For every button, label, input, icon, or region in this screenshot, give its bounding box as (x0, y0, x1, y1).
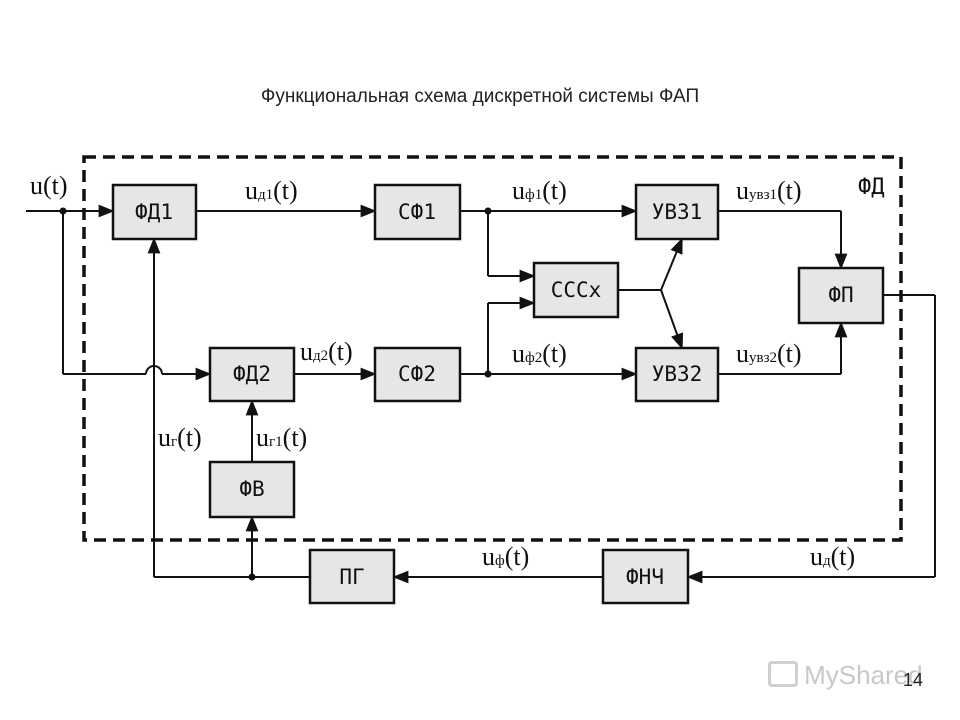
signal-uf2-label: uф2(t) (512, 339, 567, 368)
signal-ug-label: uг(t) (158, 423, 202, 452)
signal-ud2-label: uд2(t) (300, 337, 353, 366)
connections (26, 204, 936, 584)
svg-text:СФ1: СФ1 (398, 200, 436, 224)
svg-text:СФ2: СФ2 (398, 362, 436, 386)
svg-text:ФВ: ФВ (239, 477, 264, 501)
block-fd2: ФД2 (208, 346, 296, 403)
signal-uuvz2-label: uувз2(t) (736, 339, 802, 368)
signal-uf-label: uф(t) (482, 542, 529, 571)
block-sf2: СФ2 (373, 346, 462, 403)
svg-text:ФД1: ФД1 (135, 200, 173, 224)
svg-text:ФД2: ФД2 (233, 362, 271, 386)
watermark-icon (768, 661, 798, 687)
block-pg: ПГ (308, 548, 396, 605)
junction-dot (484, 207, 492, 215)
signal-ud1-label: uд1(t) (245, 176, 298, 205)
junction-dot (484, 370, 492, 378)
junction-dot (248, 573, 256, 581)
phase-detector-region (82, 155, 903, 542)
block-sssx: СССх (532, 261, 620, 319)
page-number: 14 (903, 670, 924, 690)
svg-text:УВЗ1: УВЗ1 (652, 200, 703, 224)
svg-text:СССх: СССх (551, 278, 602, 302)
block-uvz2: УВЗ2 (634, 346, 720, 403)
block-fnch: ФНЧ (601, 548, 690, 605)
signal-ud-label: uд(t) (810, 542, 855, 571)
svg-text:ФП: ФП (828, 283, 853, 307)
svg-text:ФНЧ: ФНЧ (626, 565, 664, 589)
block-uvz1: УВЗ1 (634, 183, 720, 241)
page-title: Функциональная схема дискретной системы … (260, 86, 700, 107)
svg-text:УВЗ2: УВЗ2 (652, 362, 703, 386)
signal-uf1-label: uф1(t) (512, 176, 567, 205)
block-fv: ФВ (208, 460, 296, 519)
block-fd1: ФД1 (111, 183, 198, 241)
svg-text:ПГ: ПГ (339, 565, 364, 589)
signal-ug1-label: uг1(t) (256, 423, 307, 452)
signal-uuvz1-label: uувз1(t) (736, 176, 802, 205)
region-label: ФД (858, 175, 885, 200)
watermark: MyShared (804, 660, 923, 690)
junction-dot (59, 207, 67, 215)
signal-input-label: u(t) (30, 171, 68, 200)
block-fp: ФП (797, 266, 885, 325)
block-sf1: СФ1 (373, 183, 462, 241)
